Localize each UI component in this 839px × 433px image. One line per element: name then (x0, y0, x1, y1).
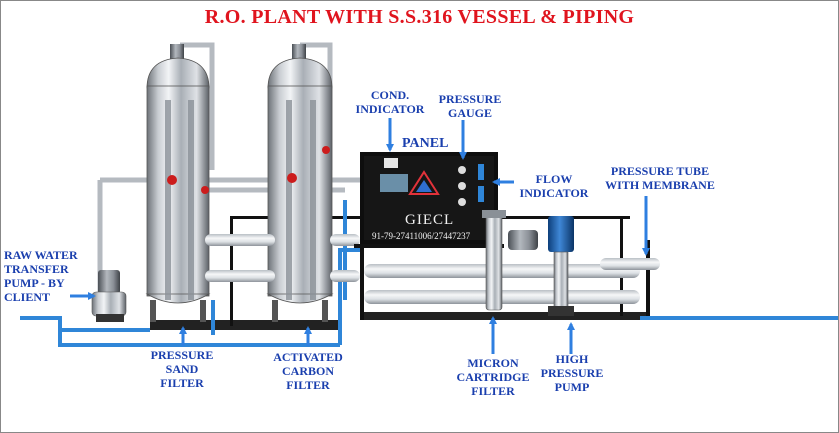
label-pressure-gauge: PRESSURE GAUGE (438, 92, 502, 120)
page-title: R.O. PLANT WITH S.S.316 VESSEL & PIPING (204, 6, 635, 28)
label-activated-carbon-filter: ACTIVATED CARBON FILTER (273, 350, 343, 392)
label-pressure-sand-filter: PRESSURE SAND FILTER (150, 348, 214, 390)
annotation-arrows (70, 118, 650, 354)
blue-piping (20, 200, 839, 347)
pump-icon (548, 216, 574, 316)
cartridge-filter-icon (482, 210, 538, 311)
rotameter-icon (478, 186, 484, 202)
vessel-icon (266, 44, 334, 322)
pump-icon (91, 270, 127, 322)
membrane-tubes-right (364, 258, 660, 304)
cond-display-icon (380, 174, 408, 192)
panel-phone: 91-79-27411006/27447237 (372, 231, 471, 241)
vessel-icon (145, 44, 211, 322)
membrane-tubes-left (205, 234, 360, 282)
rotameter-icon (478, 164, 484, 180)
label-micron-cartridge-filter: MICRON CARTRIDGE FILTER (456, 356, 530, 398)
label-raw-water-pump: RAW WATER TRANSFER PUMP - BY CLIENT (4, 248, 78, 304)
label-pressure-tube: PRESSURE TUBE WITH MEMBRANE (605, 164, 715, 192)
gauge-icon (458, 166, 466, 206)
panel-brand: GIECL (405, 212, 455, 228)
label-flow-indicator: FLOW INDICATOR (519, 172, 589, 200)
panel-logo-icon (408, 170, 440, 195)
label-panel: PANEL (402, 136, 449, 151)
label-cond-indicator: COND. INDICATOR (355, 88, 425, 116)
control-panel (354, 152, 504, 248)
label-high-pressure-pump: HIGH PRESSURE PUMP (540, 352, 604, 394)
